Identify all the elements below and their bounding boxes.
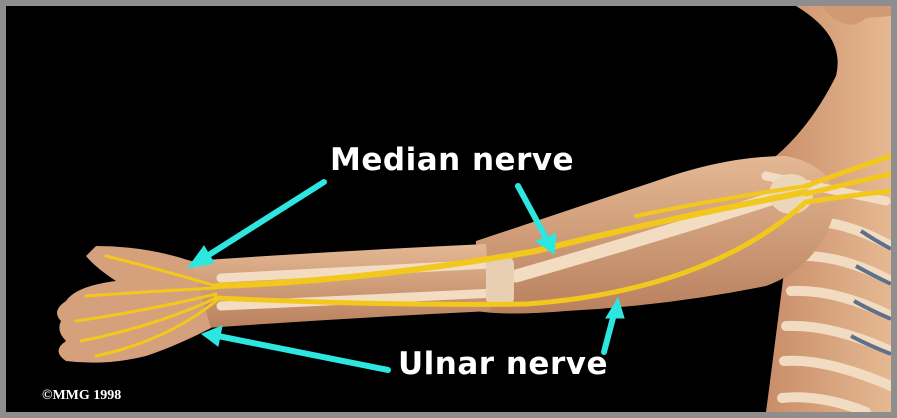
median-nerve-label: Median nerve: [330, 142, 574, 178]
copyright-text: ©MMG 1998: [42, 388, 121, 404]
ulnar-nerve-label: Ulnar nerve: [398, 346, 608, 382]
arrow-ulnar-hand: [218, 336, 388, 370]
elbow-joint: [486, 256, 514, 306]
arrow-median-hand: [204, 182, 324, 258]
